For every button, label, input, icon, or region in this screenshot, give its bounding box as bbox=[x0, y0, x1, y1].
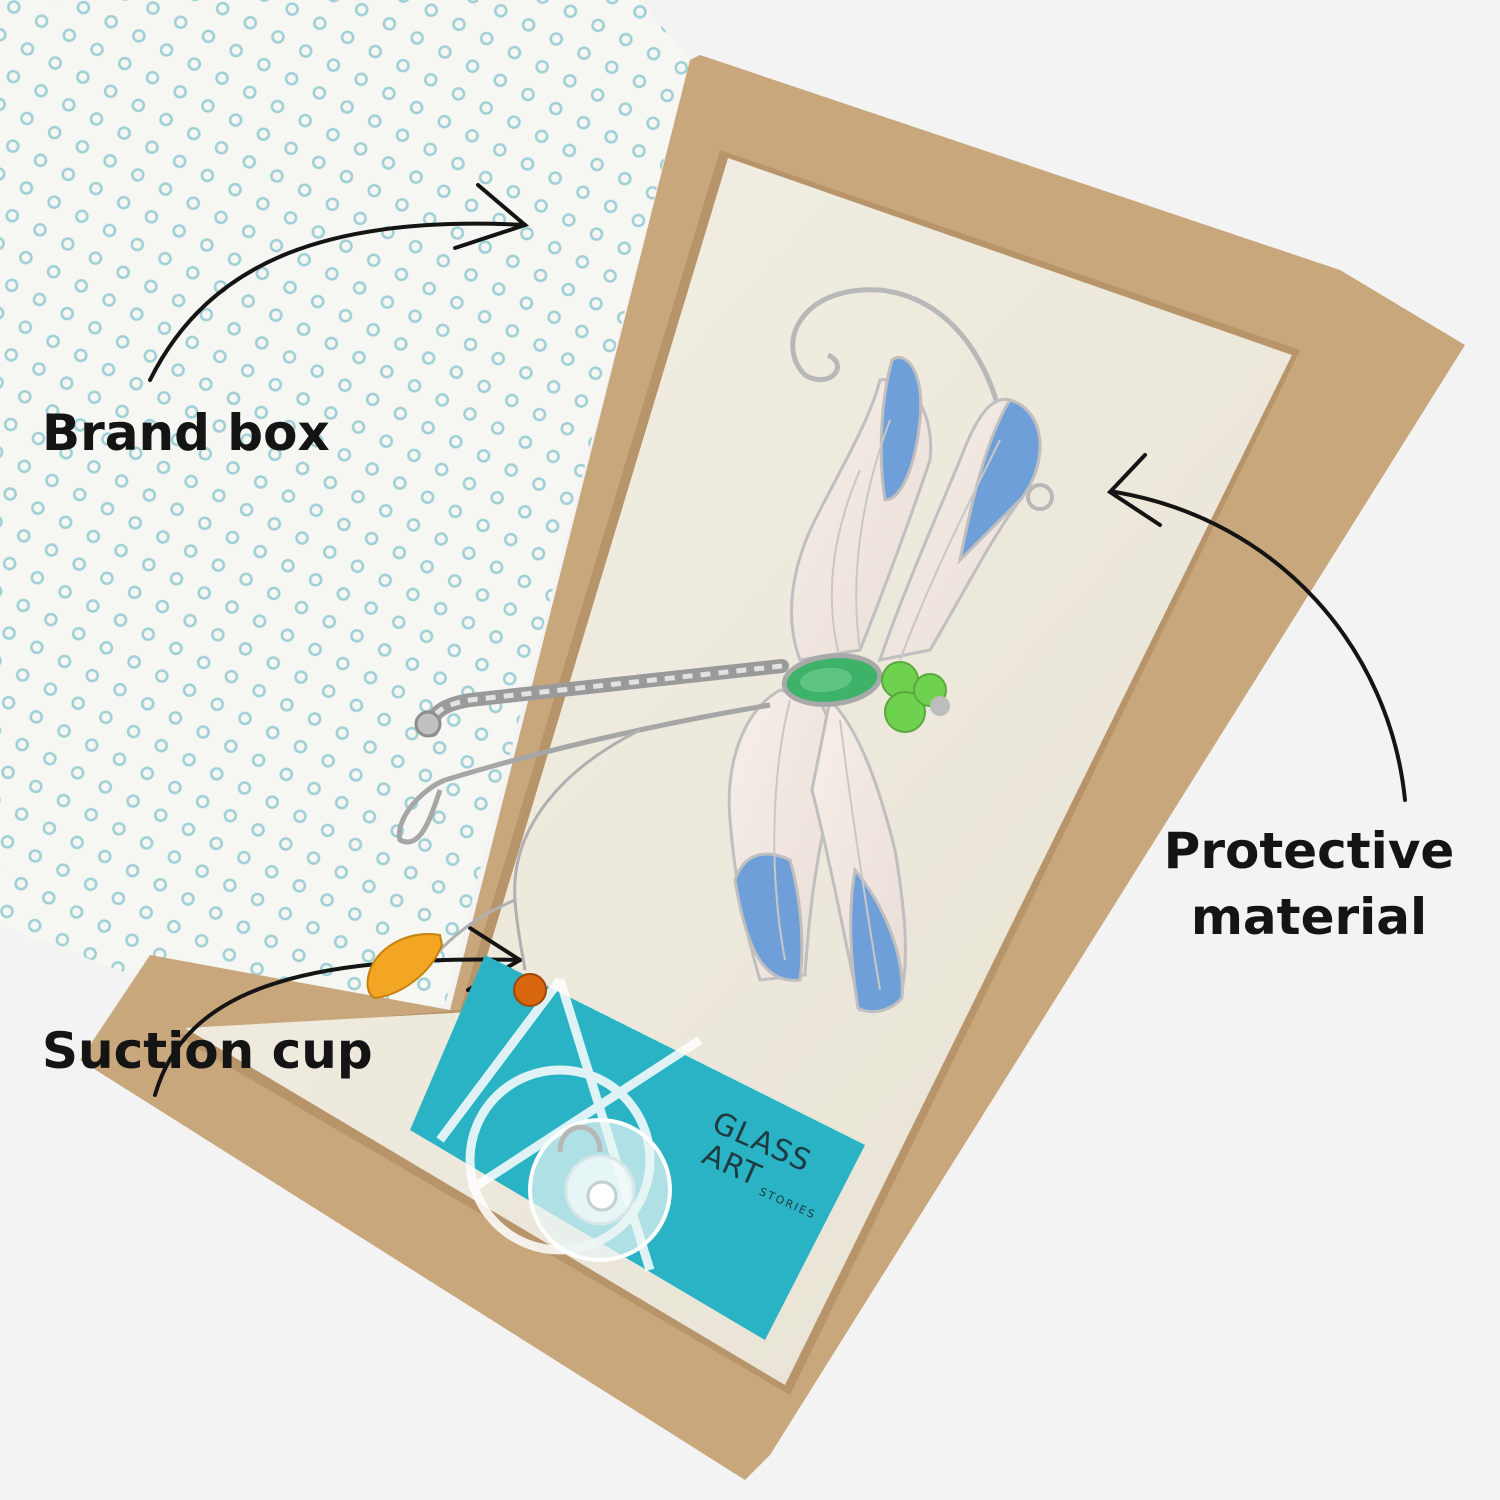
leaf-wire bbox=[438, 898, 516, 952]
wire-curl bbox=[790, 287, 1011, 486]
label-brand-box: Brand box bbox=[42, 404, 330, 462]
arrow-icon bbox=[1113, 490, 1407, 802]
label-protective-line1: Protective bbox=[1163, 822, 1455, 880]
lower-left-wing-tip bbox=[733, 852, 804, 982]
lower-right-wing-tip bbox=[849, 866, 904, 1014]
arrow-icon bbox=[453, 183, 530, 250]
dangle-wire bbox=[513, 728, 641, 971]
arrow-icon bbox=[153, 957, 522, 1097]
orange-crystal-bead bbox=[513, 973, 547, 1007]
annotation-arrows bbox=[148, 183, 1407, 1097]
upper-left-wing-tip bbox=[879, 356, 923, 502]
wing-veins bbox=[773, 419, 1001, 991]
head-metal-bead bbox=[930, 696, 950, 716]
head-bead bbox=[884, 691, 926, 733]
tail-twist bbox=[429, 663, 783, 731]
body-highlight bbox=[800, 667, 852, 693]
suction-cup-icon bbox=[528, 1118, 672, 1262]
arrow-icon bbox=[1106, 453, 1162, 527]
lower-wire bbox=[396, 702, 771, 845]
dragonfly-suncatcher bbox=[366, 287, 1054, 1014]
label-protective-line2: material bbox=[1190, 888, 1428, 946]
arrow-icon bbox=[148, 221, 527, 382]
hanging-loop bbox=[1026, 483, 1054, 511]
label-protective-material: Protective material bbox=[1158, 818, 1460, 950]
upper-right-wing-tip bbox=[957, 398, 1042, 565]
label-suction-cup: Suction cup bbox=[42, 1022, 373, 1080]
amber-leaf-charm bbox=[366, 933, 444, 1000]
brand-box-lid-pattern bbox=[0, 0, 690, 1005]
tail-tip bbox=[414, 710, 442, 738]
